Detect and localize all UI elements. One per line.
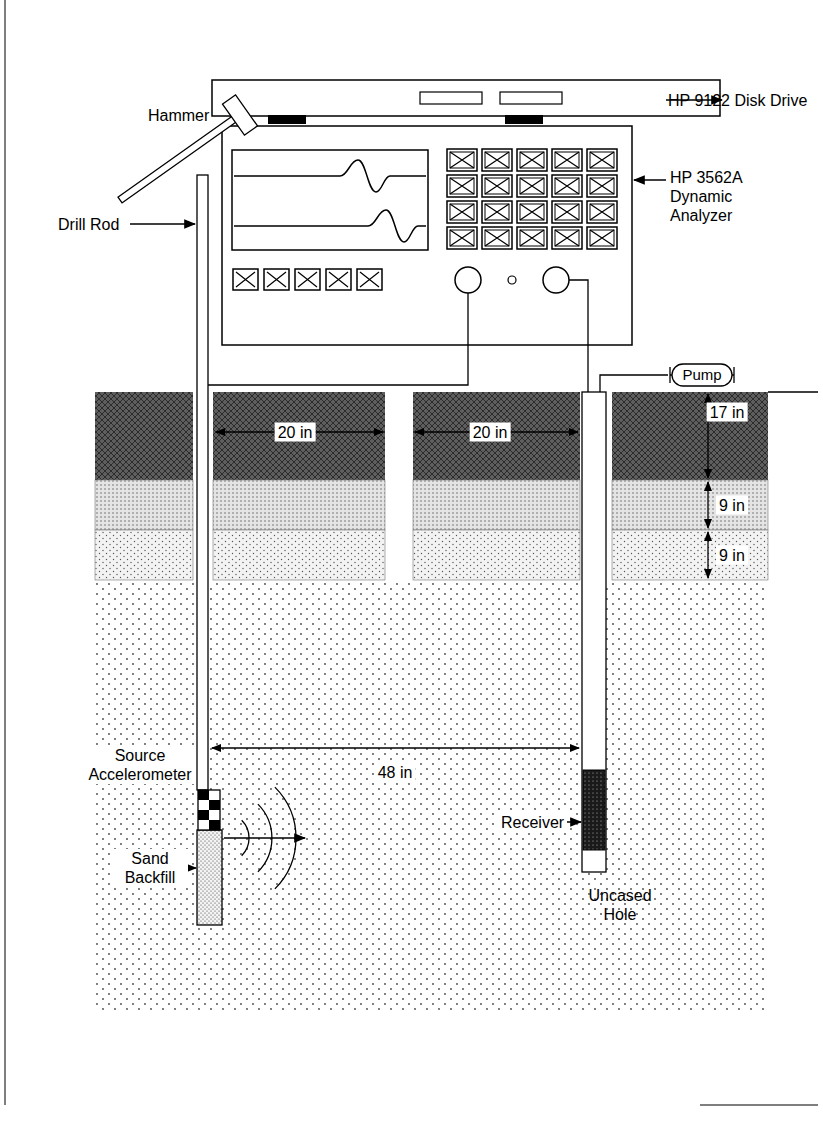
dynamic-analyzer (222, 126, 632, 345)
part-label: Sand Backfill (112, 849, 188, 887)
part-label: Source Accelerometer (84, 746, 196, 784)
soil-layer (413, 392, 580, 480)
part-label: Drill Rod (58, 215, 119, 234)
pump-end (670, 367, 734, 383)
drill-rod (197, 175, 208, 790)
soil-layer (612, 392, 768, 480)
dimension-label: 20 in (275, 423, 316, 442)
soil-layer (213, 392, 385, 480)
signal-cable (208, 293, 468, 385)
device-label: HP 9122 Disk Drive (668, 91, 807, 110)
drive-foot (505, 115, 543, 124)
soil-layer (95, 392, 193, 480)
node-text: Pump (682, 366, 721, 384)
leader-arrow (634, 179, 666, 181)
checker (198, 810, 209, 820)
dimension-label: 48 in (375, 763, 416, 782)
soil-layer (213, 530, 385, 580)
part-label: Uncased Hole (580, 886, 660, 924)
analyzer-body (222, 126, 632, 345)
dimension-line (212, 747, 579, 748)
soil-layer (612, 530, 768, 580)
dimension-label: 9 in (716, 496, 748, 515)
input-connector (543, 267, 569, 293)
hammer-symbol (109, 95, 257, 216)
input-connector (455, 267, 481, 293)
disk-slot (500, 92, 562, 104)
leader-arrow (130, 223, 195, 225)
pump-symbol: Pump (668, 363, 736, 387)
source-trace (234, 160, 426, 192)
hammer-head (222, 95, 257, 135)
dimension-line (707, 482, 708, 528)
disk-drive-body (212, 80, 720, 116)
checker (209, 800, 220, 810)
drive-foot (268, 115, 306, 124)
part-label: Receiver (498, 813, 567, 832)
soil-layer (413, 530, 580, 580)
checker (198, 790, 209, 800)
ground-surface (768, 391, 818, 392)
signal-cable (569, 280, 588, 392)
soil-layer (95, 480, 193, 530)
leader-arrow (187, 867, 196, 868)
dimension-line (707, 532, 708, 578)
dimension-label: 9 in (716, 546, 748, 565)
source-accelerometer (198, 790, 220, 830)
receiver-probe (583, 770, 605, 850)
checker (209, 820, 220, 830)
disk-slot (420, 92, 482, 104)
dimension-label: 17 in (707, 403, 748, 422)
receiver-trace (234, 210, 426, 242)
uncased-hole (582, 392, 606, 872)
soil-layer (95, 530, 193, 580)
wave-direction-arrow (224, 837, 305, 839)
indicator (508, 276, 516, 284)
sand-backfill (197, 830, 222, 925)
softkeys (232, 268, 387, 292)
device-label: HP 3562A Dynamic Analyzer (670, 168, 770, 225)
dimension-label: 20 in (470, 423, 511, 442)
pump-hose (600, 375, 668, 392)
hammer-handle (118, 116, 236, 203)
disk-drive (212, 80, 720, 124)
keypad (446, 148, 621, 252)
part-label: Hammer (148, 106, 209, 125)
soil-layer (413, 480, 580, 530)
pump-body (672, 364, 732, 386)
figure-frame (5, 0, 818, 1105)
soil-layer (213, 480, 385, 530)
natural-soil (95, 582, 768, 1012)
accelerometer-body (198, 790, 220, 830)
analyzer-screen (232, 150, 428, 250)
soil-layer (612, 480, 768, 530)
